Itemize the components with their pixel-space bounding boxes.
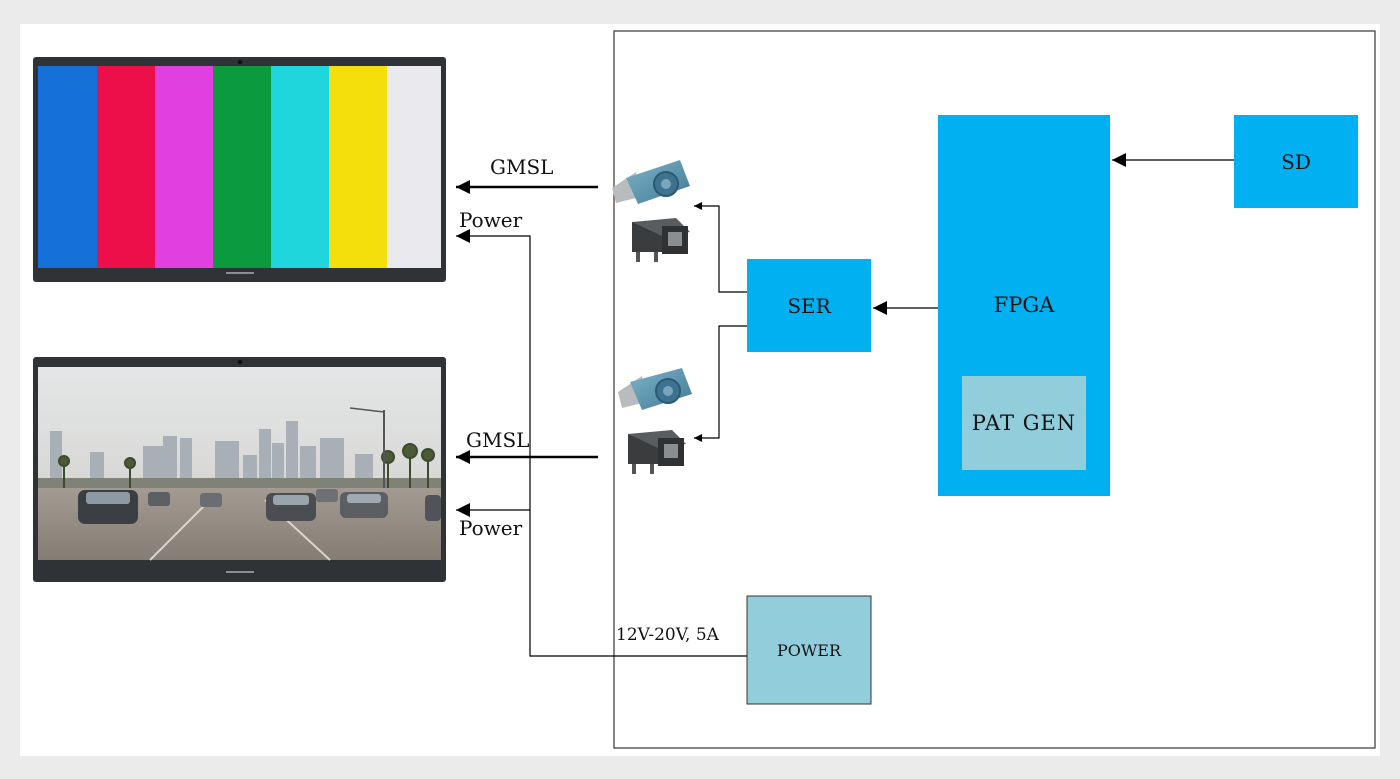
webcam-icon: [237, 59, 243, 65]
power-bottom-label: Power: [459, 516, 523, 540]
hfm-connector-icon: [628, 430, 686, 474]
city-skyline: [50, 421, 373, 482]
ser-label: SER: [787, 293, 831, 318]
fpga-label: FPGA: [993, 293, 1055, 317]
fakra-connector-icon: [618, 368, 692, 410]
cars: [78, 489, 441, 524]
sd-label: SD: [1281, 149, 1311, 174]
power-block: [746, 595, 872, 705]
gmsl-bottom-label: GMSL: [466, 428, 530, 452]
hfm-connector-icon: [632, 218, 690, 262]
sd-block: [1234, 115, 1358, 208]
power-label: POWER: [776, 640, 842, 660]
webcam-icon: [237, 359, 243, 365]
ser-to-bottom-connector-line: [694, 325, 747, 442]
monitor-bottom: [33, 357, 446, 582]
color-bars: [38, 66, 441, 268]
power-top-label: Power: [459, 208, 523, 232]
gmsl-top-label: GMSL: [490, 155, 554, 179]
pat-gen-label: PAT GEN: [971, 411, 1077, 435]
power-line-top: [456, 229, 747, 657]
fakra-connector-icon: [612, 160, 690, 204]
pat-gen-block: [962, 376, 1086, 470]
ser-block: [747, 259, 871, 352]
brand-logo: [226, 571, 254, 573]
brand-logo: [226, 272, 254, 274]
monitor-top: [33, 57, 446, 282]
board-outline: [613, 30, 1376, 749]
ser-to-top-connector-line: [694, 202, 747, 293]
supply-label: 12V-20V, 5A: [616, 625, 719, 645]
